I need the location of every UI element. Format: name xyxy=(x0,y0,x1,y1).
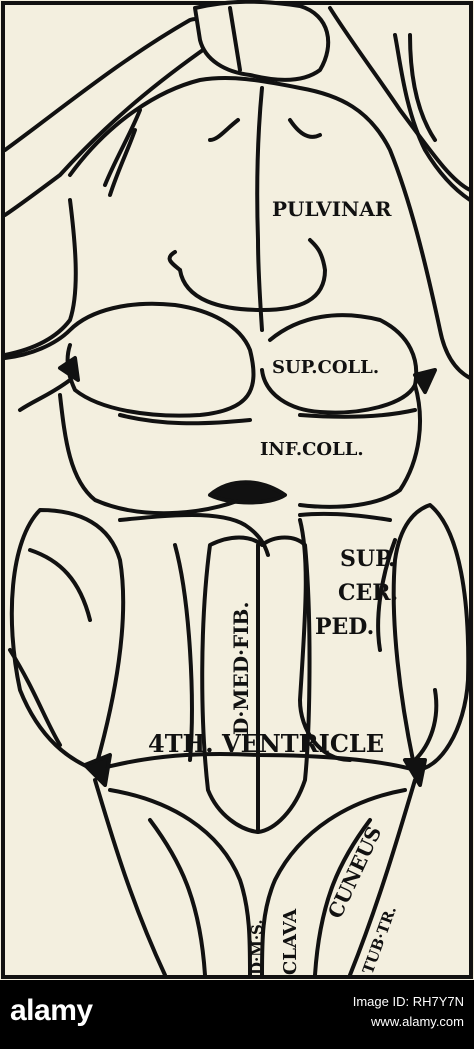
label-sup: SUP. xyxy=(340,546,396,572)
label-cer: CER. xyxy=(338,580,398,606)
site-url-text: www.alamy.com xyxy=(371,1014,464,1029)
brainstem-drawing: PULVINAR SUP.COLL. INF.COLL. SUP. CER. P… xyxy=(1,0,473,979)
label-ped: PED. xyxy=(315,614,374,640)
label-d-m-s: D·M·S. xyxy=(248,919,266,975)
label-inf-coll: INF.COLL. xyxy=(260,439,364,460)
image-id-text: Image ID: RH7Y7N xyxy=(352,994,464,1009)
colliculi xyxy=(3,301,437,516)
brainstem-illustration: PULVINAR SUP.COLL. INF.COLL. SUP. CER. P… xyxy=(0,0,474,980)
label-sup-coll: SUP.COLL. xyxy=(272,357,379,378)
medulla-region xyxy=(8,503,471,977)
label-fourth-ventricle: 4TH. VENTRICLE xyxy=(148,729,384,758)
thalamus-region xyxy=(3,0,472,380)
label-pulvinar: PULVINAR xyxy=(272,197,392,221)
alamy-logo: alamy xyxy=(10,994,93,1027)
label-clava: CLAVA xyxy=(280,908,301,975)
watermark-meta: Image ID: RH7Y7N www.alamy.com xyxy=(353,992,464,1032)
label-d-med-fib: D·MED·FIB. xyxy=(229,602,253,735)
watermark-bar: alamy Image ID: RH7Y7N www.alamy.com xyxy=(0,980,474,1049)
